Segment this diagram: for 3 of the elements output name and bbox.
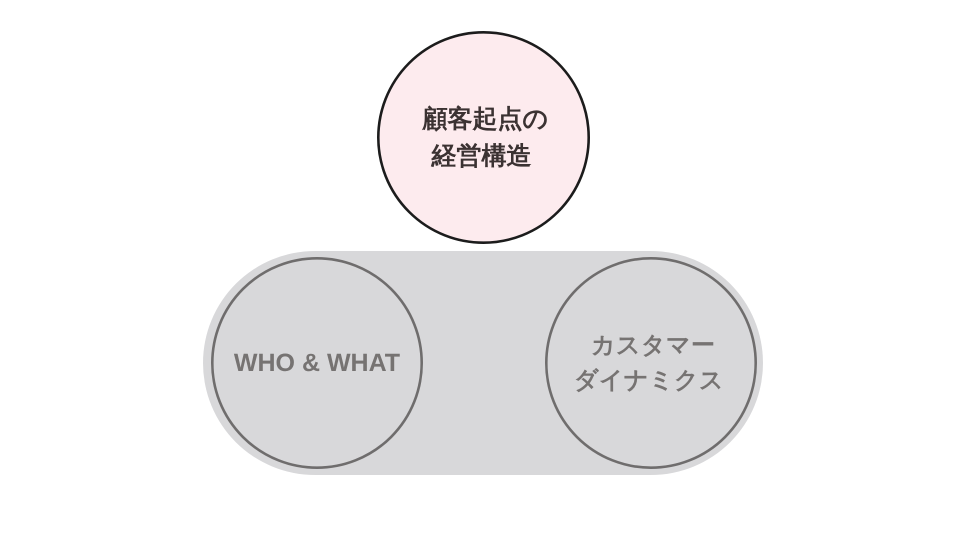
circle-node: 顧客起点の経営構造 (377, 31, 590, 244)
circle-node: カスタマーダイナミクス (545, 257, 757, 469)
circle-node: WHO & WHAT (211, 257, 423, 469)
